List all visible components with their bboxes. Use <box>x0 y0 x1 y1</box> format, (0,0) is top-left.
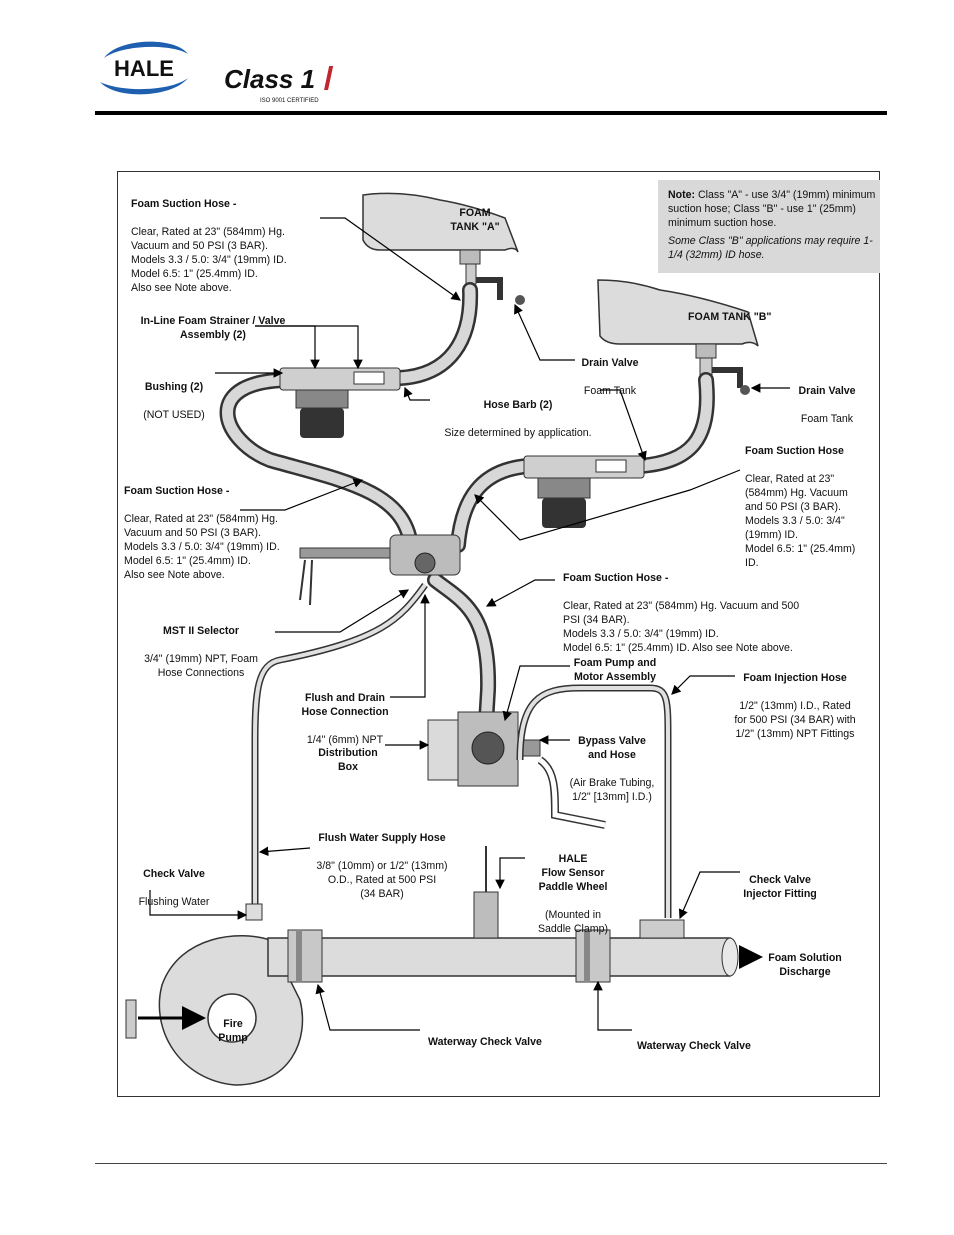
label-foam-suction-a-title: Foam Suction Hose - <box>131 198 237 210</box>
label-foam-suction-a: Foam Suction Hose - Clear, Rated at 23" … <box>131 183 287 295</box>
hale-logo-text: HALE <box>114 56 174 81</box>
label-hose-barb-title: Hose Barb (2) <box>483 399 553 411</box>
label-fire-pump: Fire Pump <box>210 1003 256 1059</box>
leader-lines <box>149 217 790 1031</box>
label-check-injector: Check Valve Injector Fitting <box>730 859 830 915</box>
note-italic: Some Class "B" applications may require … <box>668 235 873 261</box>
footer-rule <box>95 1163 887 1164</box>
label-waterway-check-2: Waterway Check Valve <box>637 1025 751 1067</box>
drain-valve-b-icon <box>740 385 750 395</box>
label-fire-pump-title: Fire Pump <box>218 1018 248 1044</box>
label-foam-suction-b-body: Clear, Rated at 23" (584mm) Hg. Vacuum a… <box>745 473 856 569</box>
label-mst-selector: MST II Selector 3/4" (19mm) NPT, Foam Ho… <box>130 610 272 680</box>
diagram-frame <box>117 171 880 1097</box>
label-drain-valve-b: Drain Valve Foam Tank <box>788 370 866 426</box>
label-bushing: Bushing (2) (NOT USED) <box>135 366 213 422</box>
note-body: Class "A" - use 3/4" (19mm) minimum suct… <box>668 189 876 229</box>
label-foam-injection: Foam Injection Hose 1/2" (13mm) I.D., Ra… <box>722 657 868 741</box>
label-foam-injection-body: 1/2" (13mm) I.D., Rated for 500 PSI (34 … <box>734 700 856 740</box>
label-hose-barb-body: Size determined by application. <box>444 427 592 439</box>
label-hose-barb: Hose Barb (2) Size determined by applica… <box>430 384 606 440</box>
foam-tank-b <box>597 279 759 395</box>
label-foam-tank-a-title: FOAM TANK "A" <box>450 207 500 233</box>
label-drain-valve-a-body: Foam Tank <box>583 385 637 397</box>
mst-selector <box>299 534 461 606</box>
label-foam-solution: Foam Solution Discharge <box>760 937 850 993</box>
label-bypass-valve-body: (Air Brake Tubing, 1/2" [13mm] I.D.) <box>569 777 655 803</box>
fire-pump <box>125 935 304 1086</box>
label-check-injector-title: Check Valve Injector Fitting <box>743 874 817 900</box>
strainer-a <box>279 367 401 438</box>
label-flush-drain: Flush and Drain Hose Connection 1/4" (6m… <box>290 677 400 747</box>
label-bushing-title: Bushing (2) <box>144 381 204 393</box>
label-bushing-body: (NOT USED) <box>143 409 205 421</box>
header-rule <box>95 111 887 115</box>
hale-logo: HALE <box>100 41 188 95</box>
label-bypass-valve-title: Bypass Valve and Hose <box>578 735 646 761</box>
label-foam-tank-a: FOAM TANK "A" <box>435 192 515 248</box>
label-mst-selector-body: 3/4" (19mm) NPT, Foam Hose Connections <box>144 653 258 679</box>
label-waterway-check-1-title: Waterway Check Valve <box>428 1036 542 1048</box>
label-bypass-valve: Bypass Valve and Hose (Air Brake Tubing,… <box>562 720 662 804</box>
label-distribution-box-title: Distribution Box <box>318 747 378 773</box>
label-foam-suction-left-title: Foam Suction Hose - <box>124 485 230 497</box>
class1-logo: Class 1 ISO 9001 CERTIFIED <box>224 64 334 104</box>
label-check-flushing-title: Check Valve <box>143 868 205 880</box>
label-strainer-title: In-Line Foam Strainer / Valve Assembly (… <box>140 315 286 341</box>
label-foam-suction-a-body: Clear, Rated at 23" (584mm) Hg. Vacuum a… <box>131 226 287 294</box>
foam-tank-a <box>362 192 525 305</box>
label-check-flushing: Check Valve Flushing Water <box>128 853 220 909</box>
label-foam-suction-mid-body: Clear, Rated at 23" (584mm) Hg. Vacuum a… <box>563 600 800 654</box>
label-foam-suction-b: Foam Suction Hose Clear, Rated at 23" (5… <box>745 430 855 570</box>
label-flush-drain-body: 1/4" (6mm) NPT <box>306 734 384 746</box>
drain-valve-a-icon <box>515 295 525 305</box>
label-flush-water: Flush Water Supply Hose 3/8" (10mm) or 1… <box>300 817 464 901</box>
label-foam-pump: Foam Pump and Motor Assembly <box>563 642 667 698</box>
label-hale-sensor: HALE Flow Sensor Paddle Wheel (Mounted i… <box>528 838 618 936</box>
note-heading: Note: <box>668 189 696 201</box>
label-flush-drain-title: Flush and Drain Hose Connection <box>301 692 389 718</box>
class1-logo-text: Class 1 <box>224 64 315 94</box>
label-strainer: In-Line Foam Strainer / Valve Assembly (… <box>130 300 296 356</box>
foam-pump-assembly <box>427 711 541 787</box>
label-drain-valve-a: Drain Valve Foam Tank <box>570 342 650 398</box>
class1-logo-subtext: ISO 9001 CERTIFIED <box>260 98 319 104</box>
label-foam-suction-mid: Foam Suction Hose - Clear, Rated at 23" … <box>563 557 799 655</box>
note-text: Note: Class "A" - use 3/4" (19mm) minimu… <box>668 188 876 262</box>
label-foam-pump-title: Foam Pump and Motor Assembly <box>573 657 657 683</box>
label-foam-suction-left-body: Clear, Rated at 23" (584mm) Hg. Vacuum a… <box>124 513 280 581</box>
label-foam-solution-title: Foam Solution Discharge <box>768 952 842 978</box>
label-drain-valve-a-title: Drain Valve <box>581 357 639 369</box>
strainer-b <box>523 455 645 528</box>
label-distribution-box: Distribution Box <box>306 732 390 788</box>
label-hale-sensor-body: (Mounted in Saddle Clamp) <box>537 909 609 935</box>
label-waterway-check-2-title: Waterway Check Valve <box>637 1040 751 1052</box>
label-foam-injection-title: Foam Injection Hose <box>743 672 847 684</box>
label-foam-tank-b-title: FOAM TANK "B" <box>688 311 772 323</box>
label-drain-valve-b-body: Foam Tank <box>800 413 854 425</box>
label-flush-water-title: Flush Water Supply Hose <box>318 832 446 844</box>
label-foam-suction-left: Foam Suction Hose - Clear, Rated at 23" … <box>124 470 280 582</box>
hose-fills <box>222 284 713 746</box>
label-foam-suction-mid-title: Foam Suction Hose - <box>563 572 669 584</box>
label-hale-sensor-title: HALE Flow Sensor Paddle Wheel <box>538 853 608 893</box>
label-foam-suction-b-title: Foam Suction Hose <box>745 445 844 457</box>
label-mst-selector-title: MST II Selector <box>163 625 239 637</box>
waterway-pipe <box>245 846 739 983</box>
label-flush-water-body: 3/8" (10mm) or 1/2" (13mm) O.D., Rated a… <box>316 860 448 900</box>
label-waterway-check-1: Waterway Check Valve <box>428 1021 542 1063</box>
note-box <box>658 180 880 273</box>
label-drain-valve-b-title: Drain Valve <box>798 385 856 397</box>
label-check-flushing-body: Flushing Water <box>138 896 210 908</box>
label-foam-tank-b: FOAM TANK "B" <box>688 296 771 338</box>
